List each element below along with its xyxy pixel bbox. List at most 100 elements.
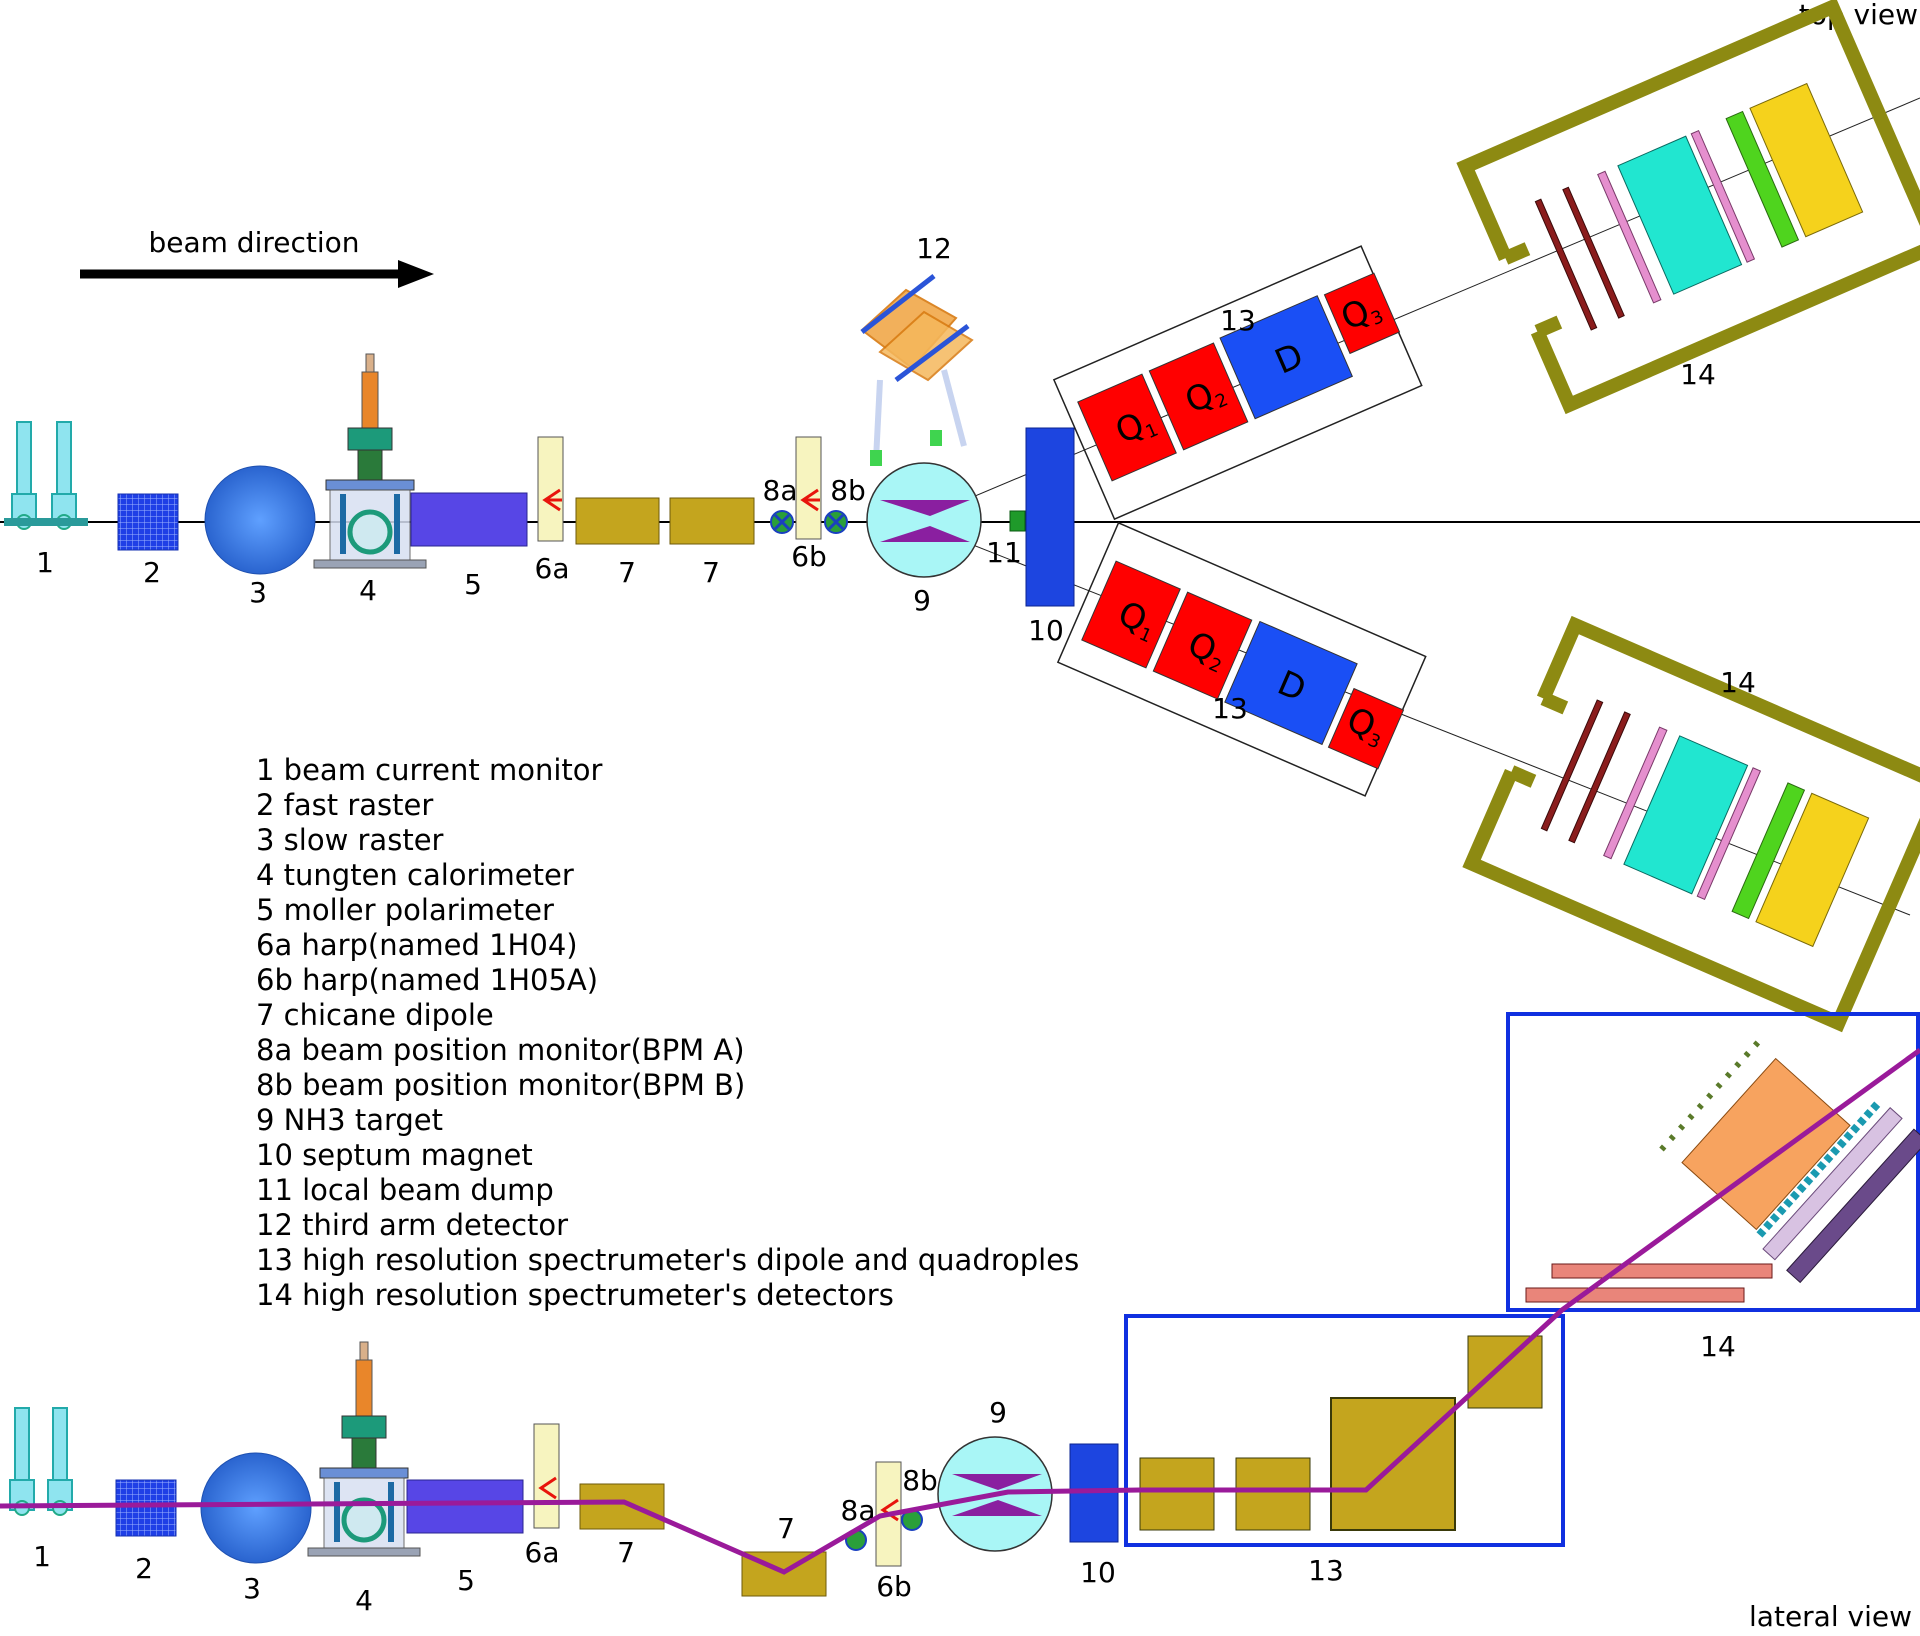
detector-hut-lower (1462, 615, 1920, 1033)
spectrometer-ray-lower (929, 527, 1911, 916)
spectrometer-box-lateral (1124, 1314, 1565, 1547)
dipole-d-upper (1219, 295, 1353, 420)
beam-current-monitor (4, 421, 88, 530)
spectrometer-magnets-upper: Q1 Q2 D Q3 (1052, 245, 1423, 521)
quad-q3-lower (1327, 687, 1405, 770)
label-1-lateral: 1 (33, 1540, 51, 1573)
slow-raster-lateral (200, 1452, 312, 1564)
harp-6b (795, 436, 822, 540)
label-14-lateral: 14 (1700, 1330, 1736, 1363)
legend-item: 4 tungten calorimeter (256, 858, 574, 892)
label-10-lateral: 10 (1080, 1556, 1116, 1589)
quad-q2-lower (1152, 591, 1253, 700)
label-13-lower: 13 (1212, 692, 1248, 725)
label-2-lateral: 2 (135, 1552, 153, 1585)
label-9: 9 (913, 584, 931, 617)
spectrometer-ray-upper (929, 97, 1920, 516)
label-8b-lateral: 8b (902, 1464, 938, 1497)
legend-item: 7 chicane dipole (256, 998, 494, 1032)
detector-hut-upper (1456, 0, 1920, 415)
beam-current-monitor-lateral (9, 1407, 73, 1516)
label-2: 2 (143, 556, 161, 589)
detector-box-lateral (1506, 1012, 1920, 1312)
label-13-lateral: 13 (1308, 1554, 1344, 1587)
label-7a: 7 (618, 556, 636, 589)
label-3: 3 (249, 576, 267, 609)
quad-q1-lower (1081, 560, 1181, 669)
label-5: 5 (464, 568, 482, 601)
label-5-lateral: 5 (457, 1564, 475, 1597)
tungsten-calorimeter (314, 354, 426, 568)
legend-item: 5 moller polarimeter (256, 893, 554, 927)
label-3-lateral: 3 (243, 1572, 261, 1605)
target-cell-upper (880, 500, 970, 516)
fast-raster (117, 493, 179, 551)
moller-polarimeter-lateral (406, 1479, 524, 1534)
legend-item: 10 septum magnet (256, 1138, 533, 1172)
septum-magnet (1025, 427, 1075, 607)
lateral-beam-trajectory (0, 1047, 1920, 1575)
quad-q1-lateral (1139, 1457, 1215, 1531)
label-6b: 6b (791, 540, 827, 573)
label-8a: 8a (763, 474, 798, 507)
label-11: 11 (986, 536, 1022, 569)
legend-item: 3 slow raster (256, 823, 444, 857)
dipole-d-lower (1224, 620, 1358, 746)
q2-label-lower: Q2 (1181, 624, 1233, 678)
quad-q3-lateral (1467, 1335, 1543, 1409)
local-beam-dump (1009, 510, 1026, 532)
legend-item: 13 high resolution spectrumeter's dipole… (256, 1243, 1079, 1277)
label-6a: 6a (535, 552, 570, 585)
moller-polarimeter (410, 492, 528, 547)
legend-item: 8a beam position monitor(BPM A) (256, 1033, 745, 1067)
label-6a-lateral: 6a (525, 1536, 560, 1569)
chicane-dipole-2 (669, 497, 755, 545)
label-9-lateral: 9 (989, 1396, 1007, 1429)
label-7-lateral-2: 7 (777, 1512, 795, 1545)
nh3-target (866, 462, 982, 578)
legend-item: 6b harp(named 1H05A) (256, 963, 598, 997)
label-12: 12 (916, 232, 952, 265)
legend-item: 12 third arm detector (256, 1208, 568, 1242)
legend-item: 11 local beam dump (256, 1173, 554, 1207)
arrowhead-icon (398, 260, 434, 288)
beam-direction-label: beam direction (148, 226, 359, 259)
legend-item: 2 fast raster (256, 788, 433, 822)
label-8b: 8b (830, 474, 866, 507)
lateral-view-label: lateral view (1749, 1600, 1912, 1633)
target-cell-lateral-upper (952, 1474, 1042, 1490)
chicane-dipole-lateral-1 (579, 1483, 665, 1530)
label-4-lateral: 4 (355, 1584, 373, 1617)
quad-q3-upper (1323, 272, 1401, 355)
spectrometer-magnets-lower: Q1 Q2 D Q3 (1056, 521, 1427, 797)
legend-item: 8b beam position monitor(BPM B) (256, 1068, 745, 1102)
legend-item: 1 beam current monitor (256, 753, 603, 787)
legend-item: 14 high resolution spectrumeter's detect… (256, 1278, 894, 1312)
label-7-lateral-1: 7 (617, 1536, 635, 1569)
target-cell-lateral-lower (952, 1500, 1042, 1516)
legend-item: 9 NH3 target (256, 1103, 443, 1137)
slow-raster (204, 465, 316, 575)
label-13-upper: 13 (1220, 304, 1256, 337)
tungsten-calorimeter-lateral (308, 1342, 420, 1556)
label-6b-lateral: 6b (876, 1570, 912, 1603)
quad-q2-upper (1148, 342, 1249, 451)
quad-q2-lateral (1235, 1457, 1311, 1531)
third-arm-detector (860, 274, 974, 466)
label-1: 1 (36, 546, 54, 579)
label-10: 10 (1028, 614, 1064, 647)
drift-chamber-lateral-1 (1551, 1263, 1773, 1279)
quad-q1-upper (1077, 373, 1177, 482)
label-7b: 7 (702, 556, 720, 589)
legend-item: 6a harp(named 1H04) (256, 928, 578, 962)
label-14-lower: 14 (1720, 666, 1756, 699)
label-14-upper: 14 (1680, 358, 1716, 391)
drift-chamber-lateral-2 (1525, 1287, 1745, 1303)
label-4: 4 (359, 574, 377, 607)
chicane-dipole-1 (575, 497, 660, 545)
target-cell-lower (880, 526, 970, 542)
harp-6a-lateral (533, 1423, 560, 1529)
